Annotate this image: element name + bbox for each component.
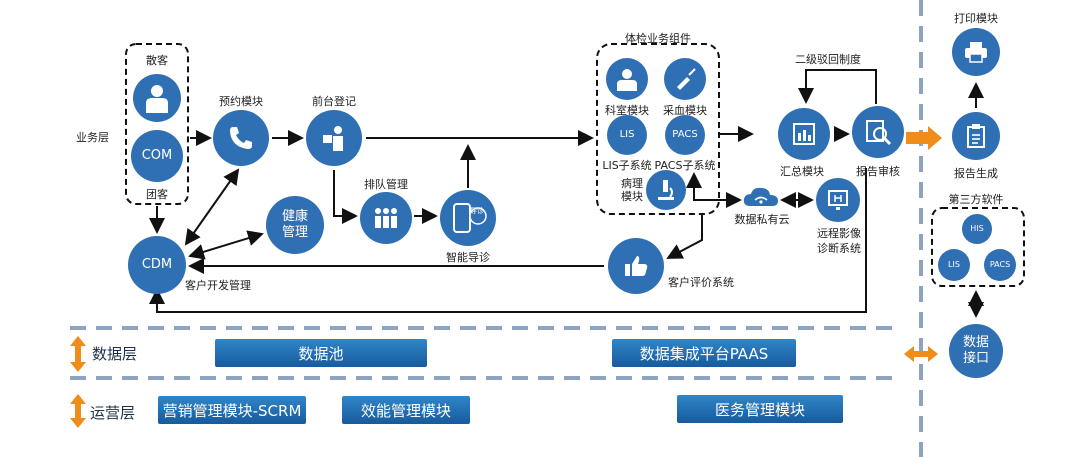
xray-monitor-icon [828, 190, 848, 210]
pacs-sub-label: PACS子系统 [654, 159, 716, 172]
report-clipboard-icon [967, 124, 985, 148]
yuyue-label: 预约模块 [219, 95, 263, 108]
lis-node[interactable]: LIS [607, 115, 647, 155]
xiaoneng-label: 效能管理模块 [360, 401, 451, 420]
keshi-node[interactable] [606, 58, 648, 100]
disanfang-label: 第三方软件 [948, 193, 1004, 206]
arrow-pacs-cloud [686, 172, 742, 208]
arrow-qiantai-to-paidui [333, 170, 358, 224]
arrow-reject-loop [798, 69, 877, 104]
paas-bar[interactable]: 数据集成平台PAAS [612, 339, 796, 367]
zhineng-label: 智能导诊 [446, 251, 490, 264]
lis2-node[interactable]: LIS [938, 249, 970, 281]
tijian-title: 体检业务组件 [625, 32, 691, 45]
jiankang-node[interactable]: 健康管理 [266, 196, 324, 254]
jiekou-node[interactable]: 数据接口 [949, 324, 1003, 378]
business-layer-label: 业务层 [76, 131, 109, 144]
orange-arrow-ops-layer [70, 394, 86, 428]
review-magnifier-icon [866, 120, 892, 146]
lis-sub-label: LIS子系统 [602, 159, 652, 172]
arrow-shenhe-return-to-cdm [149, 168, 867, 313]
kehu-kaifa-label: 客户开发管理 [185, 279, 251, 292]
scrm-bar[interactable]: 营销管理模块-SCRM [158, 396, 306, 424]
doctor-icon [617, 69, 637, 91]
huizong-label: 汇总模块 [780, 165, 824, 178]
erji-label: 二级驳回制度 [795, 53, 861, 66]
jiankang-label: 健康管理 [281, 209, 308, 240]
paidui-label: 排队管理 [364, 178, 408, 191]
com-label: COM [141, 148, 173, 164]
tablet-guide-icon [453, 203, 487, 233]
yiwu-label: 医务管理模块 [714, 400, 805, 419]
bingli-node[interactable] [646, 170, 686, 210]
shengcheng-node[interactable] [952, 112, 1000, 160]
shenhe-node[interactable] [852, 106, 904, 158]
dayin-node[interactable] [952, 28, 1000, 76]
cdm-node[interactable]: CDM [128, 236, 186, 294]
shenhe-label: 报告审核 [856, 165, 900, 178]
microscope-icon [658, 180, 674, 200]
pacs2-label: PACS [989, 260, 1011, 270]
cloud-label: 数据私有云 [734, 213, 790, 226]
pingjia-node[interactable] [608, 238, 664, 294]
summary-chart-icon [793, 123, 815, 145]
bingli-label: 病理模块 [621, 177, 643, 203]
com-node[interactable]: COM [131, 130, 183, 182]
syringe-icon [677, 68, 696, 90]
shujuchi-label: 数据池 [298, 344, 344, 363]
thirdparty-frame [931, 207, 1025, 287]
xiaoneng-bar[interactable]: 效能管理模块 [342, 396, 470, 424]
shengcheng-label: 报告生成 [954, 167, 998, 180]
shujuchi-bar[interactable]: 数据池 [215, 339, 427, 367]
tuanke-label: 团客 [146, 188, 168, 201]
orange-arrow-data-layer [70, 336, 86, 372]
arrow-cdm-yuyue [184, 168, 240, 246]
person-icon [146, 85, 168, 113]
paidui-node[interactable] [360, 192, 412, 244]
thumbs-up-icon [625, 256, 648, 276]
qiantai-node[interactable] [306, 110, 362, 166]
lis-label: LIS [619, 129, 635, 140]
scrm-label: 营销管理模块-SCRM [162, 401, 302, 420]
dayin-label: 打印模块 [954, 12, 998, 25]
daozhen-badge: 导诊 [470, 207, 484, 215]
huizong-node[interactable] [778, 108, 830, 160]
ops-layer-label: 运营层 [90, 404, 136, 422]
his-node[interactable]: HIS [962, 214, 992, 244]
his-label: HIS [970, 224, 984, 234]
cdm-label: CDM [141, 257, 173, 273]
paas-label: 数据集成平台PAAS [639, 344, 769, 363]
queue-icon [375, 208, 397, 228]
arrow-cdm-jiankang [188, 230, 264, 260]
lis2-label: LIS [948, 260, 960, 270]
cloud-icon [742, 186, 780, 212]
pacs2-node[interactable]: PACS [984, 249, 1016, 281]
pingjia-label: 客户评价系统 [668, 276, 734, 289]
orange-arrow-double [904, 346, 938, 362]
yiwu-bar[interactable]: 医务管理模块 [677, 395, 843, 423]
reception-icon [323, 126, 343, 151]
data-layer-label: 数据层 [92, 345, 138, 363]
jiekou-label: 数据接口 [962, 335, 989, 366]
sanke-label: 散客 [146, 54, 168, 67]
arrow-cloud-to-pingjia [666, 214, 703, 259]
caixue-node[interactable] [664, 58, 706, 100]
qiantai-label: 前台登记 [312, 95, 356, 108]
remote-node[interactable] [816, 178, 860, 222]
individual-customer-node[interactable] [133, 74, 181, 122]
pacs-label: PACS [672, 129, 698, 140]
customer-frame [125, 43, 189, 205]
caixue-label: 采血模块 [663, 104, 707, 117]
yuyue-node[interactable] [213, 110, 269, 166]
remote-label: 远程影像诊断系统 [817, 227, 861, 255]
phone-icon [230, 127, 252, 149]
pacs-node[interactable]: PACS [665, 115, 705, 155]
orange-arrow-right [906, 126, 942, 150]
keshi-label: 科室模块 [605, 104, 649, 117]
zhineng-node[interactable] [440, 190, 496, 246]
printer-icon [965, 42, 987, 63]
